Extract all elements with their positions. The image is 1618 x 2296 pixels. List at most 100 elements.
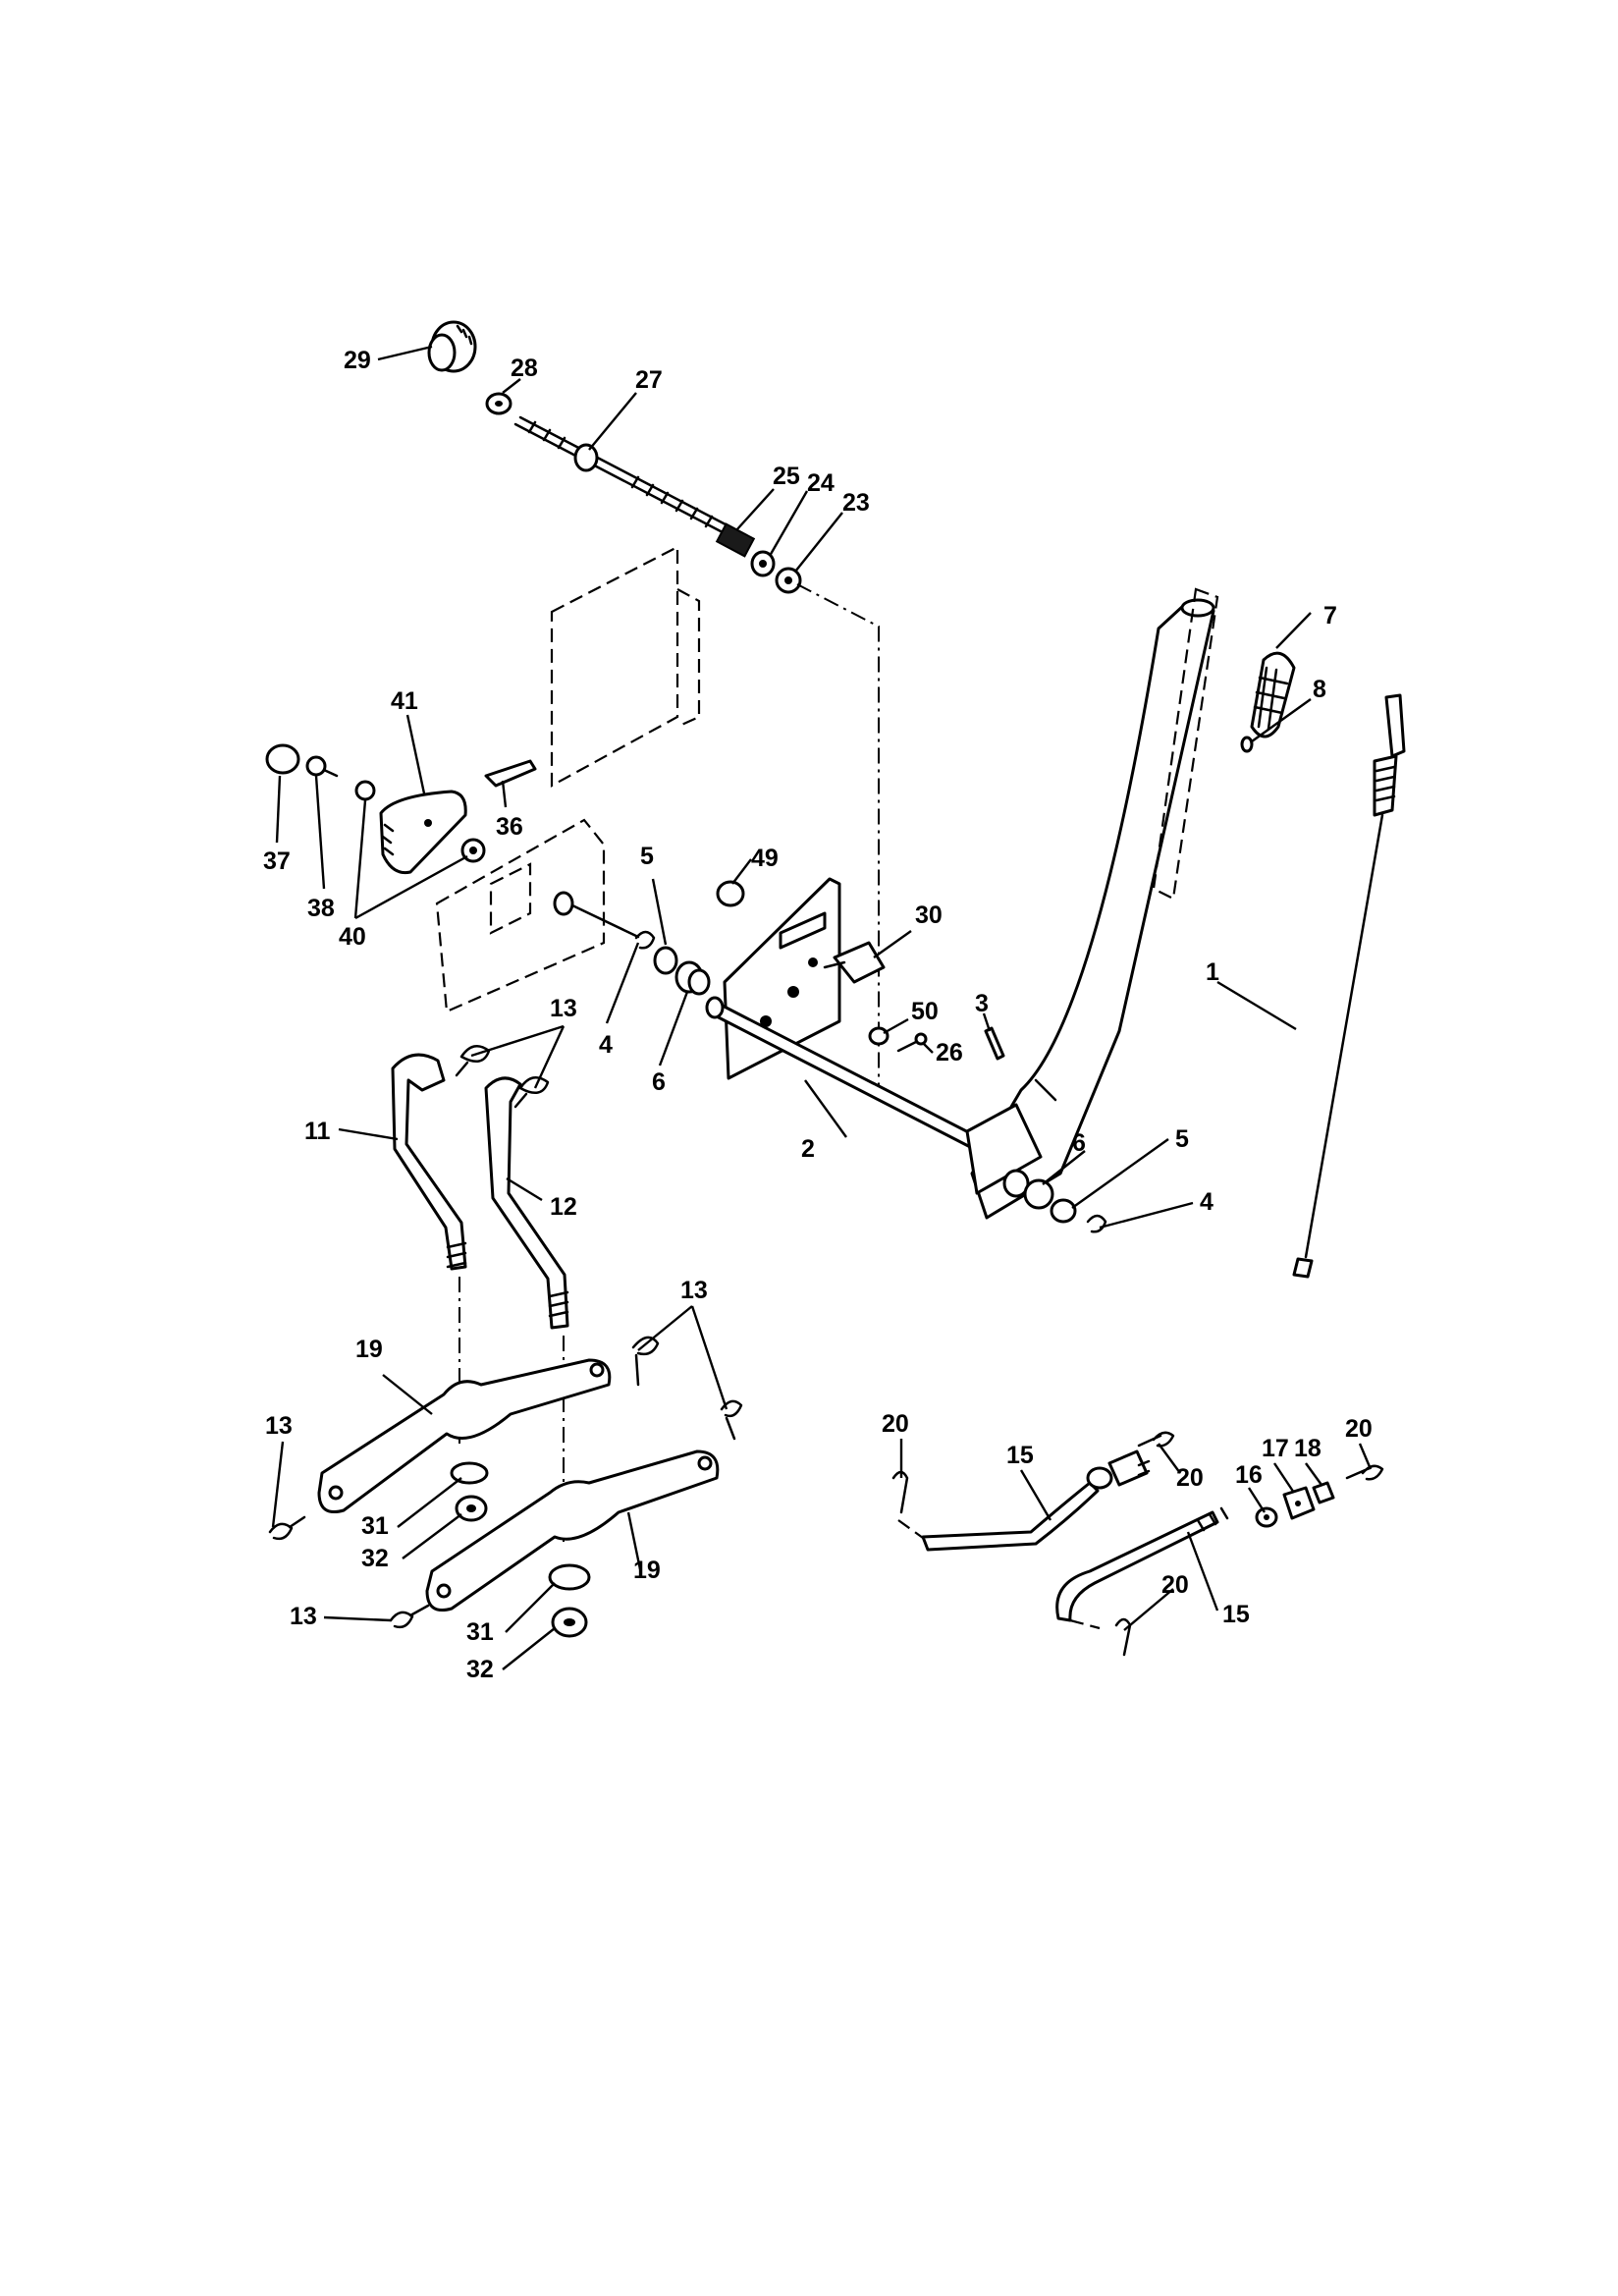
callout-12: 12 <box>550 1193 577 1221</box>
callout-13-lower: 13 <box>290 1603 317 1630</box>
bushing-part-31a <box>450 1461 489 1485</box>
callout-28: 28 <box>511 355 538 382</box>
callout-20-a: 20 <box>882 1410 909 1438</box>
callout-20-c: 20 <box>1345 1415 1373 1443</box>
callout-40: 40 <box>339 923 366 951</box>
clip-part-4b <box>1086 1214 1107 1233</box>
shaft-part-2 <box>705 996 984 1153</box>
rod-part-15a <box>897 1481 1100 1552</box>
callout-20-b: 20 <box>1176 1464 1204 1492</box>
callout-31-upper: 31 <box>361 1512 389 1540</box>
pivot-part-30 <box>823 941 886 984</box>
callout-11: 11 <box>304 1118 331 1145</box>
callout-19-lower: 19 <box>633 1557 661 1584</box>
washer-part-23 <box>775 567 802 594</box>
callout-3: 3 <box>975 990 989 1017</box>
nut-part-32b <box>551 1607 588 1638</box>
arm-part-19b <box>425 1449 720 1612</box>
callout-23: 23 <box>842 489 870 517</box>
callout-5-upper: 5 <box>640 843 654 870</box>
clips-part-13d <box>389 1604 430 1629</box>
callout-13-left: 13 <box>265 1412 293 1440</box>
nut-part-16 <box>1255 1506 1278 1528</box>
callout-38: 38 <box>307 895 335 922</box>
nut-part-28 <box>485 392 512 415</box>
bushing-part-31b <box>548 1563 591 1591</box>
callout-6-lower: 6 <box>1072 1129 1086 1157</box>
callout-15-upper: 15 <box>1006 1442 1034 1469</box>
callout-29: 29 <box>344 347 371 374</box>
pin-part-3 <box>984 1026 1005 1061</box>
callout-19-upper: 19 <box>355 1336 383 1363</box>
clip-part-4a <box>634 930 656 950</box>
arm-part-19a <box>317 1358 612 1513</box>
callout-25: 25 <box>773 463 800 490</box>
block-part-17 <box>1282 1486 1316 1520</box>
callout-16: 16 <box>1235 1461 1263 1489</box>
callout-50: 50 <box>911 998 939 1025</box>
callout-6-upper: 6 <box>652 1068 666 1096</box>
clip-part-20b <box>1137 1431 1175 1448</box>
clip-part-20d <box>1114 1617 1132 1657</box>
clips-part-13b <box>631 1336 743 1441</box>
clips-part-13c <box>268 1515 306 1541</box>
cap-part-37 <box>265 743 300 775</box>
callout-1: 1 <box>1206 958 1219 986</box>
bolt-part-18 <box>1312 1481 1335 1504</box>
callout-4-lower: 4 <box>1200 1188 1214 1216</box>
callout-26: 26 <box>936 1039 963 1066</box>
callout-17: 17 <box>1262 1435 1289 1462</box>
callout-36: 36 <box>496 813 523 841</box>
bracket-part-36 <box>484 759 537 788</box>
link-part-12 <box>484 1076 569 1330</box>
callout-labels: 29 28 27 25 24 23 7 8 41 36 37 38 40 5 4… <box>263 347 1373 1683</box>
washer-part-40a <box>354 780 376 801</box>
callout-13-mid: 13 <box>680 1277 708 1304</box>
callout-7: 7 <box>1323 602 1337 629</box>
grip-part-7 <box>1250 651 1296 738</box>
callout-30: 30 <box>915 902 943 929</box>
pivot-stub <box>553 891 640 939</box>
washer-part-40b <box>460 838 486 863</box>
callout-13-upper: 13 <box>550 995 577 1022</box>
nut-part-32a <box>455 1495 488 1522</box>
spring-part-25 <box>715 522 756 558</box>
cable-part-1 <box>1292 693 1406 1279</box>
cam-knob-part-41 <box>379 790 467 875</box>
callout-32-lower: 32 <box>466 1656 494 1683</box>
threaded-rod-part-27 <box>513 415 748 544</box>
washer-part-5a <box>653 946 678 975</box>
pin-part-8 <box>1240 736 1254 753</box>
callout-31-lower: 31 <box>466 1618 494 1646</box>
callout-8: 8 <box>1313 676 1326 703</box>
callout-18: 18 <box>1294 1435 1321 1462</box>
link-part-11 <box>391 1053 467 1271</box>
clip-part-20c <box>1345 1464 1384 1481</box>
callout-15-lower: 15 <box>1222 1601 1250 1628</box>
washer-part-50 <box>868 1026 890 1046</box>
callout-5-lower: 5 <box>1175 1125 1189 1153</box>
clip-part-20a <box>891 1470 909 1514</box>
callout-37: 37 <box>263 847 291 875</box>
callout-27: 27 <box>635 366 663 394</box>
knob-part-29 <box>427 320 477 373</box>
rod-part-15b <box>1055 1506 1229 1630</box>
washer-part-24 <box>750 550 776 577</box>
connector-assembly <box>1086 1449 1151 1490</box>
callout-24: 24 <box>807 469 835 497</box>
dashed-mount-plate <box>435 818 606 1013</box>
bushing-part-6b <box>1002 1169 1054 1210</box>
washer-part-5b <box>1050 1198 1077 1224</box>
callout-41: 41 <box>391 687 418 715</box>
callout-20-d: 20 <box>1161 1571 1189 1599</box>
callout-49: 49 <box>751 845 779 872</box>
callout-2: 2 <box>801 1135 815 1163</box>
callout-32-upper: 32 <box>361 1545 389 1572</box>
callout-4-upper: 4 <box>599 1031 613 1059</box>
bolt-part-38 <box>305 755 339 778</box>
bolt-part-26 <box>896 1032 928 1053</box>
bushing-part-6a <box>674 960 711 996</box>
leader-lines <box>271 345 1373 1670</box>
rear-panel-outline <box>550 545 880 1095</box>
